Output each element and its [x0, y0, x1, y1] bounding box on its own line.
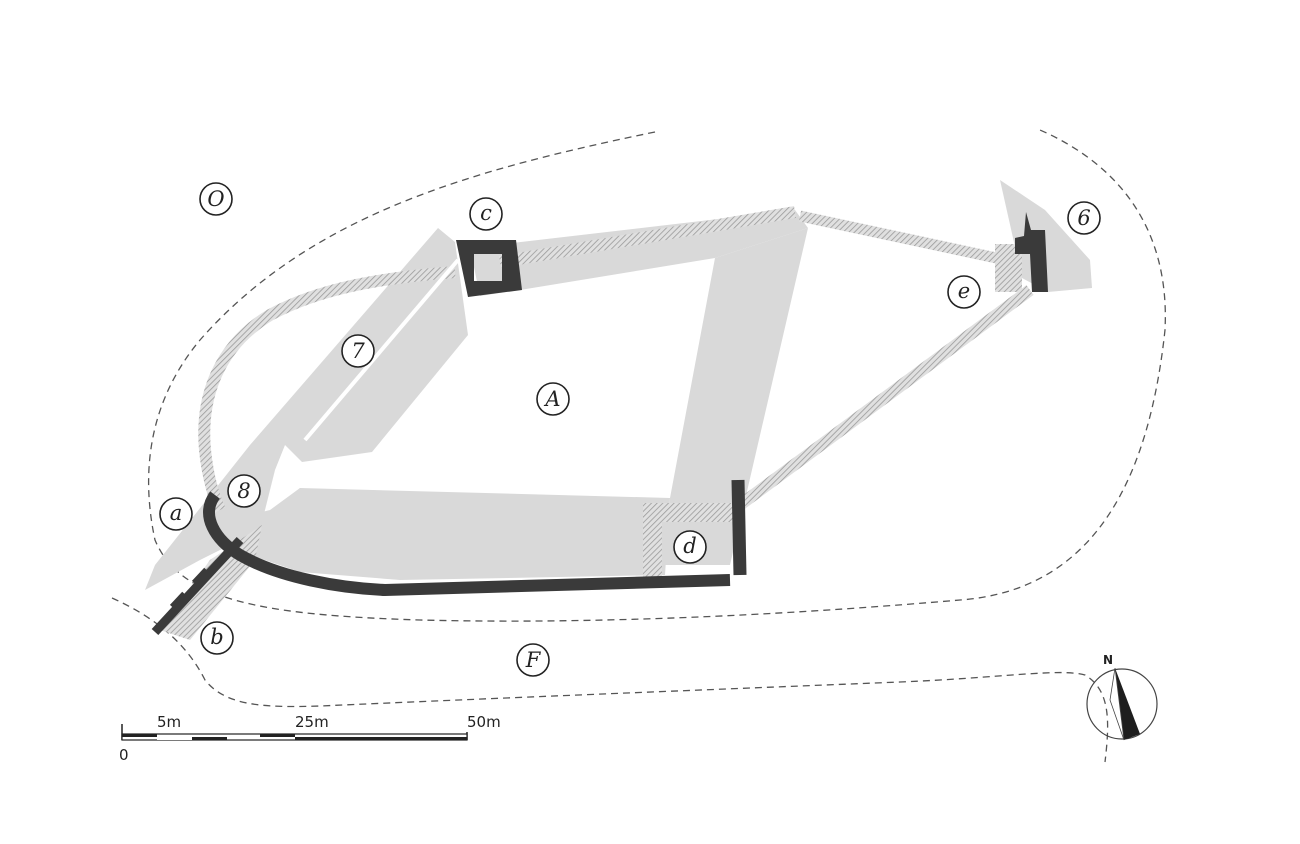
wall-tower-e [995, 244, 1022, 292]
boundary-upper [147, 129, 1166, 622]
wall-inner-diagonal [303, 258, 460, 442]
label-A: A [536, 382, 570, 416]
label-d: d [673, 530, 707, 564]
label-a-text: a [170, 501, 183, 525]
label-d-text: d [683, 534, 696, 558]
wall-east-preserved [731, 479, 747, 576]
wall-north-east [798, 210, 1017, 268]
label-F: F [516, 643, 550, 677]
area-north-wall [470, 210, 808, 296]
wall-north [498, 206, 797, 268]
wall-south-preserved [203, 491, 731, 597]
scale-label-50m: 50m [467, 713, 501, 731]
label-7-text: 7 [351, 339, 365, 363]
scale-bar: 0 5m 25m 50m [119, 713, 501, 764]
gate-post-2 [169, 591, 189, 611]
label-6: 6 [1067, 201, 1101, 235]
gate-post-1 [191, 567, 211, 587]
label-F-text: F [525, 648, 542, 672]
area-north-west [145, 228, 468, 590]
scale-label-0: 0 [119, 746, 129, 764]
north-label: N [1103, 653, 1113, 667]
label-b: b [200, 621, 234, 655]
north-arrow-needle [1115, 668, 1140, 740]
boundary-lower [111, 597, 1109, 763]
area-east-spur [1000, 180, 1092, 292]
label-O: O [199, 182, 233, 216]
tower-c [456, 240, 522, 297]
label-8-text: 8 [237, 479, 250, 503]
label-8: 8 [227, 474, 261, 508]
wall-tower-d [643, 503, 735, 578]
wall-curved-west [198, 266, 456, 513]
label-b-text: b [210, 625, 223, 649]
label-a: a [159, 497, 193, 531]
scale-label-5m: 5m [157, 713, 181, 731]
scale-label-25m: 25m [295, 713, 329, 731]
label-e: e [947, 275, 981, 309]
north-arrow: N [1086, 653, 1158, 741]
label-6-text: 6 [1077, 206, 1090, 230]
area-south [235, 488, 670, 580]
wall-east-diagonal [736, 285, 1034, 510]
label-A-text: A [543, 387, 560, 411]
area-east-wall [665, 228, 808, 565]
label-c-text: c [480, 201, 492, 225]
label-7: 7 [341, 334, 375, 368]
wall-tower-6 [1015, 212, 1048, 292]
label-O-text: O [207, 187, 224, 211]
label-c: c [469, 197, 503, 231]
label-e-text: e [958, 279, 970, 303]
